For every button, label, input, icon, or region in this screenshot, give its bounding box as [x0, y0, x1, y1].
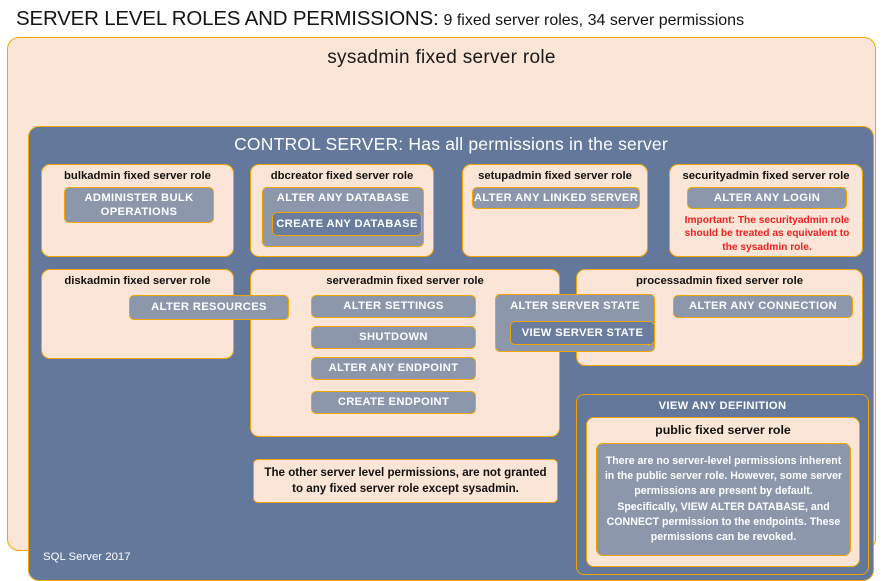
permission-view-any-definition: VIEW ANY DEFINITION [658, 400, 787, 412]
page-title-main: SERVER LEVEL ROLES AND PERMISSIONS: [16, 7, 439, 30]
page-title-subtitle: 9 fixed server roles, 34 server permissi… [443, 12, 745, 29]
permission-view-server-state[interactable]: VIEW SERVER STATE [510, 321, 655, 345]
role-label-securityadmin: securityadmin fixed server role [682, 170, 850, 182]
role-panel-public: public fixed server role There are no se… [586, 417, 860, 567]
permission-alter-any-connection[interactable]: ALTER ANY CONNECTION [673, 295, 853, 318]
permission-alter-any-endpoint[interactable]: ALTER ANY ENDPOINT [311, 357, 476, 380]
role-label-serveradmin: serveradmin fixed server role [326, 275, 484, 287]
product-version-label: SQL Server 2017 [43, 551, 131, 563]
role-panel-bulkadmin: bulkadmin fixed server role ADMINISTER B… [41, 164, 234, 257]
view-any-definition-box[interactable]: VIEW ANY DEFINITION public fixed server … [576, 394, 869, 575]
control-server-panel: CONTROL SERVER: Has all permissions in t… [28, 126, 874, 581]
permission-alter-settings[interactable]: ALTER SETTINGS [311, 295, 476, 318]
role-label-public: public fixed server role [655, 423, 791, 437]
role-label-dbcreator: dbcreator fixed server role [270, 170, 414, 182]
role-panel-setupadmin: setupadmin fixed server role ALTER ANY L… [462, 164, 648, 257]
permission-shutdown[interactable]: SHUTDOWN [311, 326, 476, 349]
role-label-processadmin: processadmin fixed server role [635, 275, 804, 287]
securityadmin-warning-note: Important: The securityadmin role should… [684, 215, 850, 253]
role-panel-serveradmin: serveradmin fixed server role ALTER SETT… [250, 269, 560, 437]
sysadmin-role-panel: sysadmin fixed server role CONTROL SERVE… [7, 37, 876, 581]
sysadmin-role-label: sysadmin fixed server role [327, 47, 556, 68]
permission-create-any-database[interactable]: CREATE ANY DATABASE [272, 212, 422, 236]
permission-administer-bulk-operations[interactable]: ADMINISTER BULK OPERATIONS [64, 187, 214, 223]
public-role-description: There are no server-level permissions in… [596, 443, 851, 556]
permission-alter-any-linked-server[interactable]: ALTER ANY LINKED SERVER [472, 187, 640, 209]
page-title: SERVER LEVEL ROLES AND PERMISSIONS: 9 fi… [16, 7, 876, 33]
permission-alter-resources[interactable]: ALTER RESOURCES [129, 295, 289, 320]
permission-alter-any-login[interactable]: ALTER ANY LOGIN [687, 187, 847, 209]
role-panel-securityadmin: securityadmin fixed server role ALTER AN… [669, 164, 863, 257]
permission-create-endpoint[interactable]: CREATE ENDPOINT [311, 391, 476, 414]
other-permissions-note: The other server level permissions, are … [253, 459, 558, 503]
role-panel-dbcreator: dbcreator fixed server role ALTER ANY DA… [250, 164, 434, 257]
role-label-bulkadmin: bulkadmin fixed server role [64, 170, 211, 182]
control-server-label: CONTROL SERVER: Has all permissions in t… [234, 134, 668, 154]
role-label-setupadmin: setupadmin fixed server role [478, 170, 632, 182]
role-label-diskadmin: diskadmin fixed server role [64, 275, 211, 287]
